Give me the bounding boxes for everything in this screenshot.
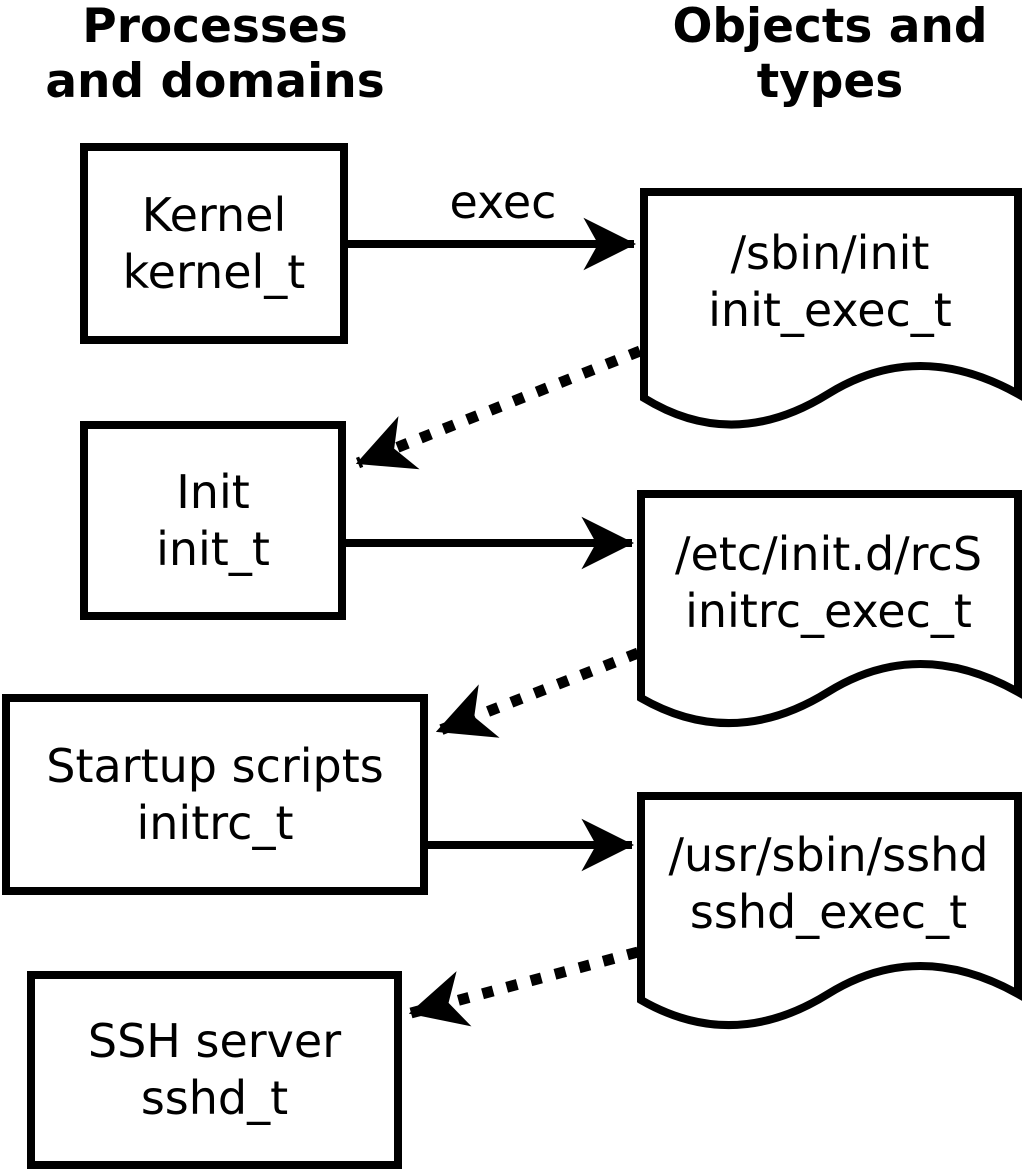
etc-initd-rcs-object-path: /etc/init.d/rcS (674, 527, 983, 581)
transition-arrow-rcs-to-initrc-t (435, 647, 640, 738)
usr-sbin-sshd-object-label: /usr/sbin/sshd sshd_exec_t (645, 800, 1012, 968)
column-header-processes-line1: Processes (82, 0, 348, 54)
startup-scripts-node-type: initrc_t (136, 795, 294, 850)
etc-initd-rcs-object-label: /etc/init.d/rcS initrc_exec_t (645, 498, 1012, 668)
ssh-server-node-name: SSH server (87, 1014, 342, 1068)
kernel-node-type: kernel_t (122, 244, 306, 299)
startup-scripts-node-label: Startup scripts initrc_t (10, 702, 420, 887)
init-box-shape (80, 421, 346, 620)
sbin-init-object-type: init_exec_t (708, 283, 952, 337)
kernel-node-name: Kernel (141, 187, 287, 242)
usr-sbin-sshd-document-shape (637, 792, 1022, 1030)
column-header-processes: Processes and domains (20, 0, 410, 109)
column-header-processes-line2: and domains (45, 54, 385, 109)
sbin-init-object-label: /sbin/init init_exec_t (648, 196, 1012, 368)
etc-initd-rcs-document-shape (637, 490, 1022, 728)
sbin-init-document-shape (640, 188, 1022, 429)
ssh-server-node-type: sshd_t (140, 1071, 289, 1125)
init-node-name: Init (176, 464, 250, 519)
ssh-server-node-label: SSH server sshd_t (35, 979, 394, 1161)
usr-sbin-sshd-object-type: sshd_exec_t (689, 885, 968, 939)
column-header-objects: Objects and types (636, 0, 1024, 109)
column-header-objects-line2: types (756, 54, 904, 109)
startup-scripts-box-shape (2, 694, 428, 895)
usr-sbin-sshd-object-path: /usr/sbin/sshd (668, 828, 989, 882)
column-header-objects-line1: Objects and (672, 0, 988, 54)
init-node-type: init_t (156, 521, 270, 576)
etc-initd-rcs-object-type: initrc_exec_t (685, 584, 972, 638)
kernel-box-shape (80, 143, 348, 344)
transition-arrow-sshd-to-sshd-t (408, 946, 640, 1027)
ssh-server-box-shape (27, 971, 402, 1169)
transition-arrow-sbin-init-to-init-t (355, 345, 643, 470)
sbin-init-object-path: /sbin/init (730, 226, 930, 280)
init-node-label: Init init_t (88, 429, 338, 612)
startup-scripts-node-name: Startup scripts (46, 738, 384, 793)
exec-edge-label: exec (449, 175, 557, 229)
kernel-node-label: Kernel kernel_t (88, 151, 340, 336)
